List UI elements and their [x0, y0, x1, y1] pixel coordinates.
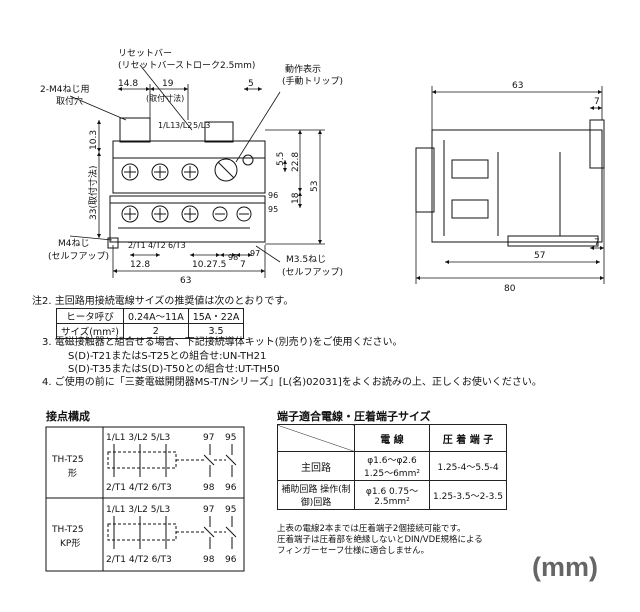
- side-dim-7-bottom: 7: [594, 238, 600, 248]
- dim-53: 53: [310, 181, 320, 192]
- reset-bar-label: リセットバー: [118, 48, 172, 59]
- trip-label-2: (手動トリップ): [282, 75, 343, 87]
- contact-row2-model-a: TH-T25: [51, 525, 84, 535]
- terminal-bottom-2: 4/T2: [148, 241, 166, 250]
- side-dim-7-top: 7: [594, 97, 600, 107]
- mount-pitch-label: (取付寸法): [146, 93, 184, 103]
- terminal-header-crimp: 圧 着 端 子: [429, 424, 507, 452]
- dim-14-8: 14.8: [118, 79, 138, 89]
- side-dim-57: 57: [534, 251, 545, 261]
- m4-label-1: M4ねじ: [58, 238, 90, 249]
- main-terminal-screws-top: [121, 163, 199, 181]
- contact-row1-96: 96: [225, 483, 237, 493]
- mount-hole-label-2: 取付穴: [56, 95, 83, 107]
- wire-table-r2c1: サイズ(mm²): [56, 323, 124, 339]
- terminal-bottom-3: 6/T3: [168, 241, 186, 250]
- vertical-mount-label: 33(取付寸法): [87, 166, 99, 220]
- terminal-footnote-1: 上表の電線2本までは圧着端子2個接続可能です。: [277, 524, 466, 534]
- dim-5: 5: [248, 79, 254, 89]
- wire-table-r1c1: ヒータ呼び: [56, 308, 124, 324]
- reset-stroke-label: (リセットバーストローク2.5mm): [118, 60, 255, 71]
- dim-19: 19: [162, 79, 174, 89]
- dim-10-2: 10.2: [192, 260, 212, 270]
- aux-97: 97: [250, 249, 260, 258]
- wire-table-r1c2: 0.24A～11A: [122, 308, 189, 324]
- dim-7-5: 7.5: [212, 260, 226, 270]
- m4-label-2: (セルフアップ): [48, 251, 109, 262]
- dim-63-front: 63: [180, 276, 191, 286]
- main-terminal-screws-bottom: [121, 205, 252, 223]
- terminal-header-wire: 電 線: [354, 424, 430, 452]
- note-3a: S(D)-T21またはS-T25との組合せ:UN-TH21: [68, 351, 267, 362]
- contact-row1-top: 1/L1 3/L2 5/L3: [106, 433, 170, 443]
- terminal-size-table: 電 線 圧 着 端 子 主回路 φ1.6～φ2.6 1.25～6mm² 1.25…: [277, 424, 507, 510]
- note-3: 3. 電磁接触器と組合せる場合、下記接続導体キット(別売り)をご使用ください。: [42, 337, 403, 348]
- wire-table-r2c3: 3.5: [187, 323, 245, 339]
- terminal-row1-terminal: 1.25-4～5.5-4: [429, 451, 507, 481]
- terminal-top-3: 5/L3: [193, 121, 210, 130]
- terminal-top-2: 3/L2: [175, 121, 192, 130]
- terminal-footnote-2: 圧着端子は圧着部を絶縁しないとDIN/VDE規格による: [277, 535, 483, 545]
- m35-label-1: M3.5ねじ: [286, 254, 326, 265]
- terminal-row2-label: 補助回路 操作(制御)回路: [277, 480, 355, 510]
- terminal-row2-terminal: 1.25-3.5～2-3.5: [429, 480, 507, 510]
- terminal-top-1: 1/L1: [158, 121, 175, 130]
- contact-table-labels: TH-T25 形 TH-T25 KP形 1/L1 3/L2 5/L3 2/T1 …: [51, 433, 237, 565]
- terminal-row1-wire: φ1.6～φ2.6 1.25～6mm²: [354, 451, 430, 481]
- contact-row1-bottom: 2/T1 4/T2 6/T3: [106, 483, 172, 493]
- contact-row1-97: 97: [203, 433, 214, 443]
- dim-10-3: 10.3: [89, 130, 99, 150]
- side-view: [415, 119, 605, 247]
- terminal-section-title: 端子適合電線・圧着端子サイズ: [277, 410, 431, 423]
- note-3b: S(D)-T35またはS(D)-T50との組合せ:UT-TH50: [68, 364, 280, 375]
- side-view-labels: 63 7 57 7 80: [504, 81, 600, 294]
- wire-size-table: ヒータ呼び 0.24A～11A 15A・22A サイズ(mm²) 2 3.5: [56, 308, 245, 339]
- contact-row2-bottom: 2/T1 4/T2 6/T3: [106, 555, 172, 565]
- m35-label-2: (セルフアップ): [282, 267, 343, 278]
- terminal-table-corner: [277, 424, 355, 452]
- aux-95: 95: [268, 205, 278, 214]
- contact-section-title: 接点構成: [46, 410, 90, 423]
- side-dim-63: 63: [512, 81, 523, 91]
- front-view: [107, 117, 266, 249]
- wire-table-r2c2: 2: [122, 323, 189, 339]
- contact-row2-97: 97: [203, 505, 214, 515]
- front-view-labels: リセットバー (リセットバーストローク2.5mm) 動作表示 (手動トリップ) …: [40, 48, 343, 286]
- contact-row2-model-b: KP形: [60, 537, 80, 549]
- contact-row1-model-b: 形: [68, 467, 77, 479]
- contact-row2-95: 95: [225, 505, 236, 515]
- contact-row1-95: 95: [225, 433, 236, 443]
- terminal-footnote-3: フィンガーセーフ仕様に適合しません。: [277, 546, 430, 556]
- note-2: 注2. 主回路用接続電線サイズの推奨値は次のとおりです。: [32, 296, 294, 307]
- dim-5-5: 5.5: [276, 152, 286, 166]
- dim-18: 18: [291, 192, 301, 204]
- contact-table: [45, 426, 245, 572]
- dim-12-8: 12.8: [130, 260, 150, 270]
- terminal-row2-wire: φ1.6 0.75～2.5mm²: [354, 480, 430, 510]
- contact-row2-96: 96: [225, 555, 237, 565]
- terminal-row1-label: 主回路: [277, 451, 355, 481]
- contact-row1-model-a: TH-T25: [51, 455, 84, 465]
- mount-hole-label-1: 2-M4ねじ用: [40, 84, 89, 95]
- aux-96: 96: [268, 191, 278, 200]
- contact-row2-top: 1/L1 3/L2 5/L3: [106, 505, 170, 515]
- terminal-bottom-1: 2/T1: [128, 241, 146, 250]
- trip-label-1: 動作表示: [285, 63, 321, 75]
- side-dim-80: 80: [504, 284, 516, 294]
- contact-row2-98: 98: [203, 555, 215, 565]
- aux-98: 98: [228, 253, 238, 262]
- dim-7: 7: [240, 260, 246, 270]
- dim-22-8: 22.8: [291, 152, 301, 172]
- note-4: 4. ご使用の前に「三菱電磁開閉器MS-T/Nシリーズ」[L(名)02031]を…: [42, 377, 542, 388]
- contact-row1-98: 98: [203, 483, 215, 493]
- wire-table-r1c3: 15A・22A: [187, 308, 245, 324]
- unit-label: (mm): [532, 552, 598, 582]
